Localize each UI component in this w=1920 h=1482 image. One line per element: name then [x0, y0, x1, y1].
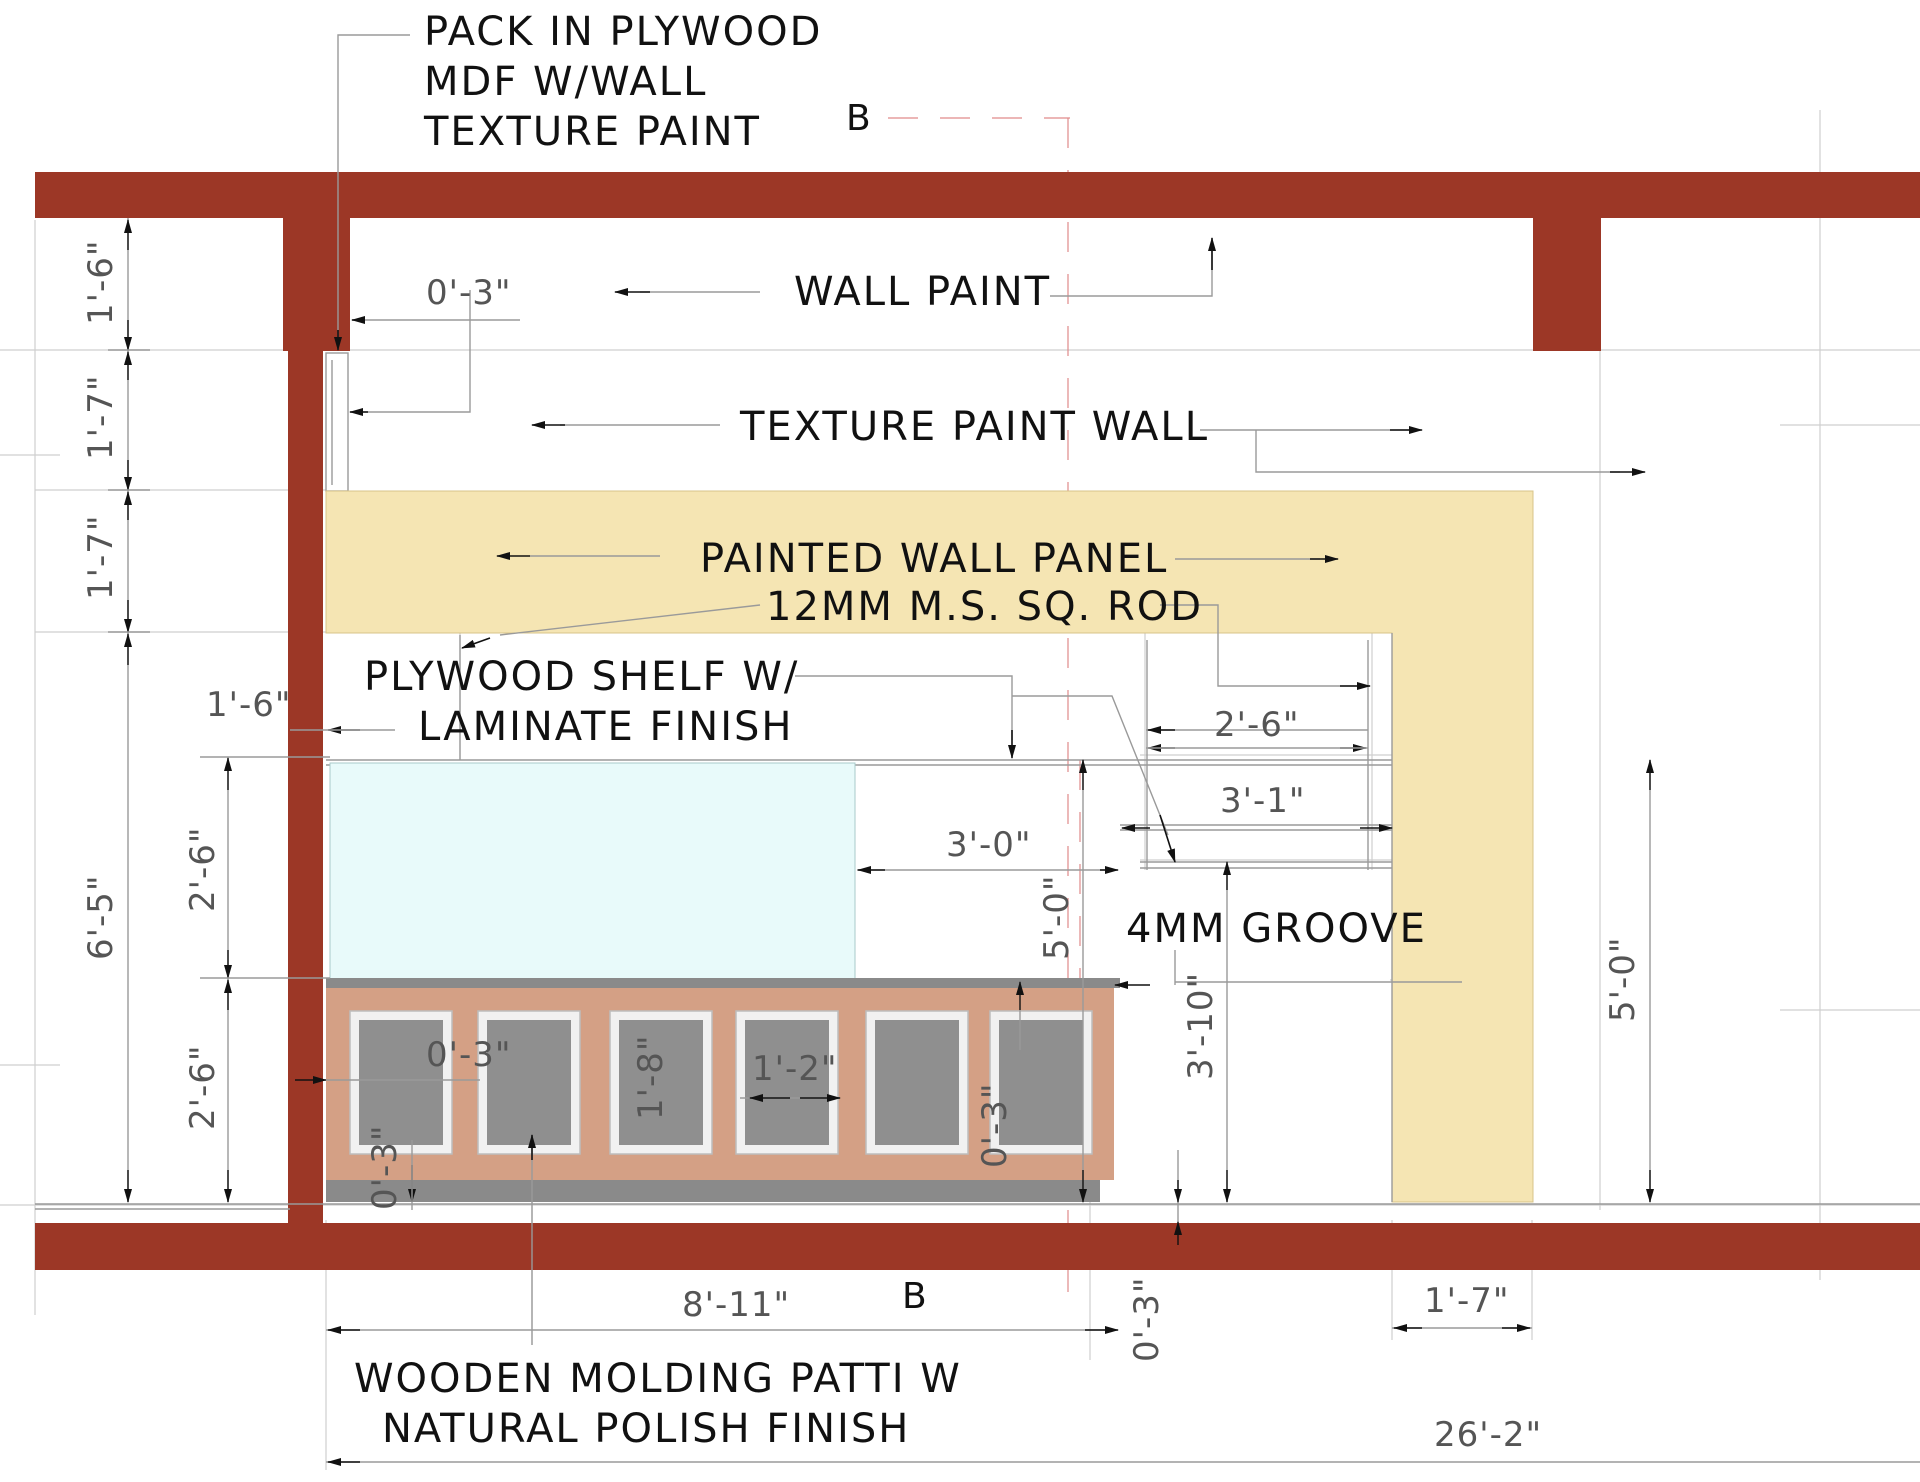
dim-left-1-7-a: 1'-7" — [81, 374, 121, 460]
cabinet-shutters — [349, 1010, 1093, 1155]
leaders — [290, 34, 1646, 1345]
label-painted-wall-panel: PAINTED WALL PANEL — [700, 536, 1168, 582]
left-column-top — [283, 218, 350, 351]
label-pack-in-plywood-2: MDF W/WALL — [424, 59, 707, 105]
dim-left-1-6: 1'-6" — [81, 239, 121, 325]
shutter-panel — [745, 1020, 829, 1145]
low-cabinet — [326, 978, 1120, 1202]
cabinet-plinth — [326, 1180, 1100, 1202]
vertical-dimensions — [108, 218, 1654, 1245]
horizontal-dimensions — [326, 1094, 1920, 1466]
dim-top-0-3: 0'-3" — [426, 273, 512, 313]
label-plywood-shelf-1: PLYWOOD SHELF W/ — [364, 654, 799, 700]
cabinet-body — [326, 988, 1114, 1180]
label-wooden-molding-2: NATURAL POLISH FINISH — [382, 1406, 910, 1452]
section-mark-bottom: B — [902, 1276, 927, 1317]
glass-back-panel — [329, 762, 856, 982]
label-pack-in-plywood-1: PACK IN PLYWOOD — [424, 9, 822, 55]
dim-bottom-8-11: 8'-11" — [682, 1285, 790, 1325]
dim-center-5-0: 5'-0" — [1037, 874, 1077, 960]
shutter-panel — [359, 1020, 443, 1145]
shutter-panel — [875, 1020, 959, 1145]
dim-bottom-0-3: 0'-3" — [1127, 1276, 1167, 1362]
dim-left-6-5: 6'-5" — [81, 874, 121, 960]
shutter-panel — [619, 1020, 703, 1145]
shutter-panel — [487, 1020, 571, 1145]
label-wooden-molding-1: WOODEN MOLDING PATTI W — [354, 1356, 962, 1402]
label-pack-in-plywood-3: TEXTURE PAINT — [423, 109, 761, 155]
label-texture-paint-wall: TEXTURE PAINT WALL — [739, 404, 1209, 450]
label-plywood-shelf-2: LAMINATE FINISH — [418, 704, 793, 750]
label-ms-rod: 12MM M.S. SQ. ROD — [766, 584, 1203, 630]
dim-cab-1-2: 1'-2" — [752, 1049, 838, 1089]
dim-height-3-10: 3'-10" — [1181, 972, 1221, 1080]
dim-left-2-6-a: 2'-6" — [183, 826, 223, 912]
top-beam — [35, 172, 1920, 218]
dim-cab-0-3-b: 0'-3" — [975, 1082, 1015, 1168]
dim-span-3-0: 3'-0" — [946, 825, 1032, 865]
label-wall-paint: WALL PAINT — [794, 269, 1051, 315]
dim-cab-0-3-c: 0'-3" — [365, 1124, 405, 1210]
dim-shelf-3-1: 3'-1" — [1220, 781, 1306, 821]
dim-overall-26-2: 26'-2" — [1434, 1415, 1542, 1455]
label-4mm-groove: 4MM GROOVE — [1126, 906, 1427, 952]
dim-shelf-2-6: 2'-6" — [1214, 705, 1300, 745]
dim-cab-1-8: 1'-8" — [631, 1034, 671, 1120]
dim-bottom-1-7: 1'-7" — [1424, 1281, 1510, 1321]
cabinet-top-strip — [326, 978, 1120, 988]
left-column — [288, 351, 323, 1223]
right-column-top — [1533, 218, 1601, 351]
dim-left-1-7-b: 1'-7" — [81, 514, 121, 600]
dim-left-2-6-b: 2'-6" — [183, 1044, 223, 1130]
dim-cab-0-3-a: 0'-3" — [426, 1035, 512, 1075]
shutter-panel — [999, 1020, 1083, 1145]
bottom-beam — [35, 1223, 1920, 1270]
dim-shelf-1-6: 1'-6" — [206, 685, 292, 725]
dim-right-5-0: 5'-0" — [1603, 936, 1643, 1022]
section-mark-top: B — [846, 98, 871, 139]
plywood-packing-strip — [325, 352, 349, 492]
structure — [35, 172, 1920, 1270]
